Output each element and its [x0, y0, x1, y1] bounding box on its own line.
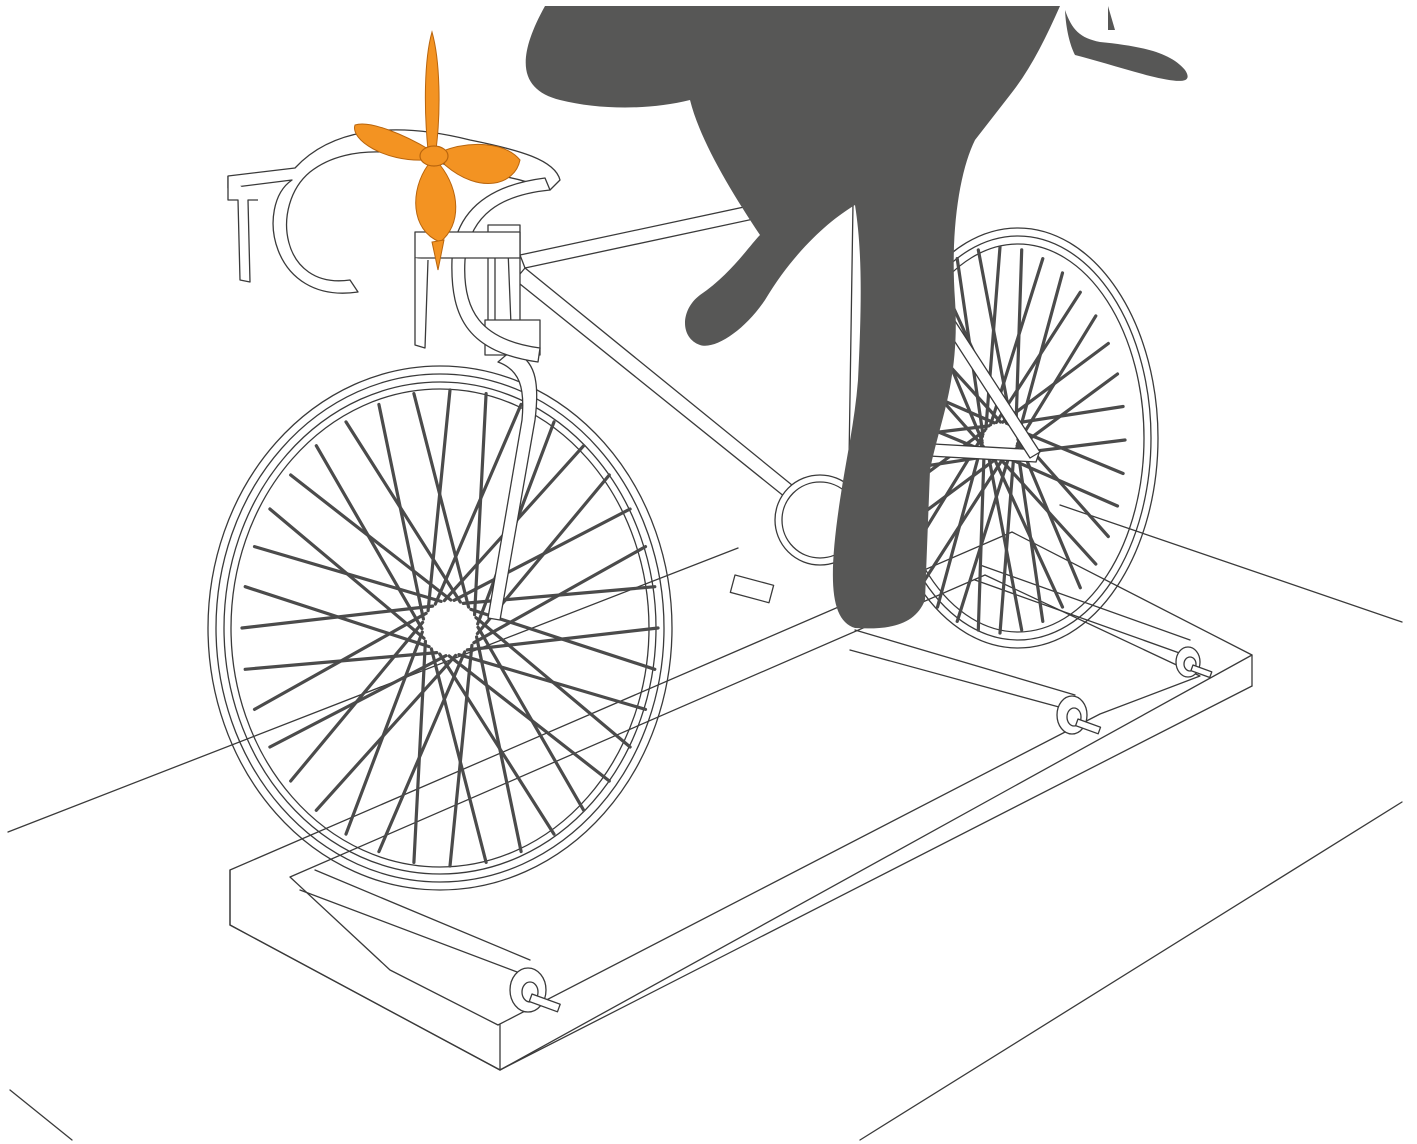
front-wheel-spoke: [379, 404, 424, 619]
front-wheel-spoke: [414, 394, 469, 607]
front-wheel-spoke: [475, 394, 487, 615]
rear-wheel-spoke: [1018, 316, 1096, 444]
rear-wheel-spoke: [996, 292, 1080, 422]
